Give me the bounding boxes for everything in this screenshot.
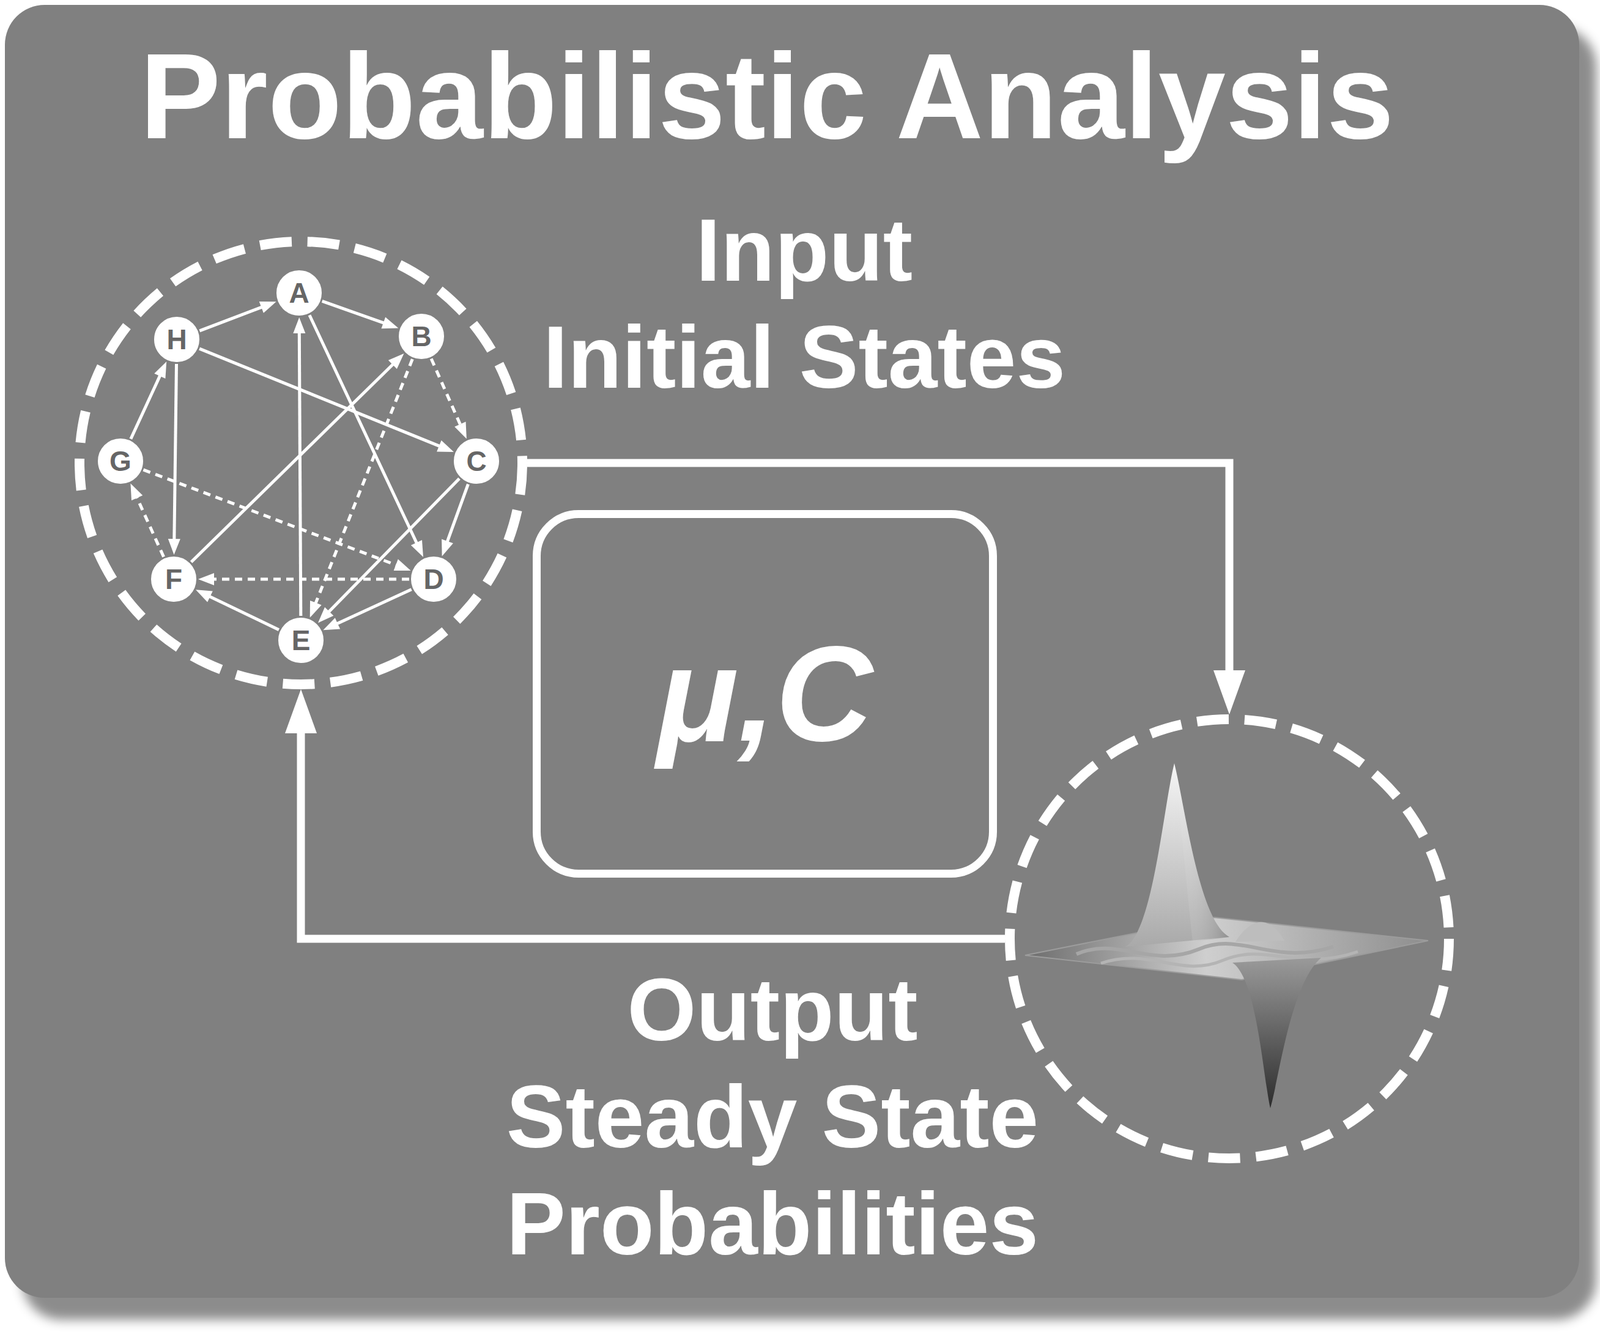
flow-line bbox=[527, 462, 1230, 678]
surface-bump bbox=[1235, 922, 1285, 942]
node-circle bbox=[98, 439, 144, 484]
gene-node: C bbox=[453, 438, 500, 484]
gene-node: H bbox=[154, 316, 200, 363]
interaction-line bbox=[327, 478, 460, 614]
arrowhead bbox=[454, 422, 467, 440]
interaction-line bbox=[299, 330, 301, 616]
title-block: Probabilistic Analysis bbox=[0, 26, 1534, 167]
gene-node: D bbox=[411, 556, 457, 602]
connector bbox=[310, 359, 413, 618]
interaction-line bbox=[431, 359, 462, 427]
caption-text: Output Steady State Probabilities bbox=[506, 960, 1039, 1274]
gene-node: F bbox=[151, 556, 197, 602]
connector bbox=[441, 484, 468, 557]
parameter-text: μ,C bbox=[656, 620, 873, 769]
node-circle bbox=[151, 557, 197, 602]
title-text: Probabilistic Analysis bbox=[140, 28, 1394, 164]
node-letter: H bbox=[166, 325, 187, 354]
parameter-box: μ,C bbox=[532, 510, 997, 878]
dashed-circle-outline bbox=[1004, 714, 1454, 1164]
node-circle bbox=[278, 618, 324, 663]
caption-block: Output Steady State Probabilities bbox=[491, 956, 1054, 1278]
interaction-line bbox=[130, 373, 161, 439]
interaction-line bbox=[314, 359, 413, 605]
interaction-line bbox=[322, 300, 386, 324]
surface-trough bbox=[1232, 957, 1322, 1109]
connector bbox=[130, 483, 164, 557]
gene-node: E bbox=[278, 617, 324, 663]
dashed-circle bbox=[79, 241, 523, 685]
dashed-circle bbox=[1009, 719, 1449, 1159]
node-circle bbox=[399, 314, 445, 360]
surface-plane bbox=[1025, 917, 1429, 980]
gene-node: G bbox=[97, 438, 144, 484]
connector bbox=[322, 300, 399, 329]
connector bbox=[143, 469, 411, 571]
interaction-line bbox=[174, 363, 177, 542]
interaction-line bbox=[136, 496, 164, 558]
caption-text: Input Initial States bbox=[543, 200, 1066, 407]
surface-peak bbox=[1125, 763, 1230, 947]
caption-block: Input Initial States bbox=[522, 196, 1086, 412]
connector bbox=[285, 689, 1005, 939]
interaction-line bbox=[143, 469, 399, 566]
connector bbox=[199, 301, 276, 331]
connector bbox=[318, 478, 460, 624]
interaction-line bbox=[191, 363, 395, 563]
node-letter: D bbox=[423, 565, 444, 594]
interaction-line bbox=[199, 348, 441, 448]
interaction-line bbox=[446, 484, 468, 544]
node-letter: B bbox=[411, 322, 432, 351]
node-letter: C bbox=[466, 447, 487, 476]
node-letter: G bbox=[109, 447, 132, 476]
connector bbox=[168, 363, 181, 555]
network-circle: Input Initial StatesABCDEFGH bbox=[74, 236, 528, 690]
flow-line bbox=[300, 726, 1005, 939]
connector bbox=[199, 348, 454, 452]
connector bbox=[431, 359, 467, 440]
connector bbox=[195, 589, 279, 630]
gene-node: B bbox=[398, 313, 445, 360]
gene-node: A bbox=[276, 270, 322, 316]
connector bbox=[527, 462, 1246, 715]
node-letter: E bbox=[291, 626, 311, 655]
node-circle bbox=[277, 270, 322, 316]
node-letter: A bbox=[288, 278, 309, 308]
output-circle: Output Steady State Probabilities bbox=[1004, 714, 1454, 1164]
surface-ripple bbox=[1076, 943, 1334, 956]
node-circle bbox=[454, 439, 500, 484]
connector bbox=[292, 317, 306, 616]
connector bbox=[198, 573, 410, 586]
interaction-line bbox=[199, 306, 264, 331]
connector bbox=[130, 361, 167, 439]
surface-peak-shade bbox=[1174, 763, 1230, 942]
node-circle bbox=[154, 317, 200, 363]
interaction-line bbox=[207, 595, 279, 630]
connector bbox=[322, 589, 412, 631]
node-letter: F bbox=[165, 565, 183, 594]
node-circle bbox=[411, 557, 457, 602]
interaction-line bbox=[211, 577, 410, 582]
